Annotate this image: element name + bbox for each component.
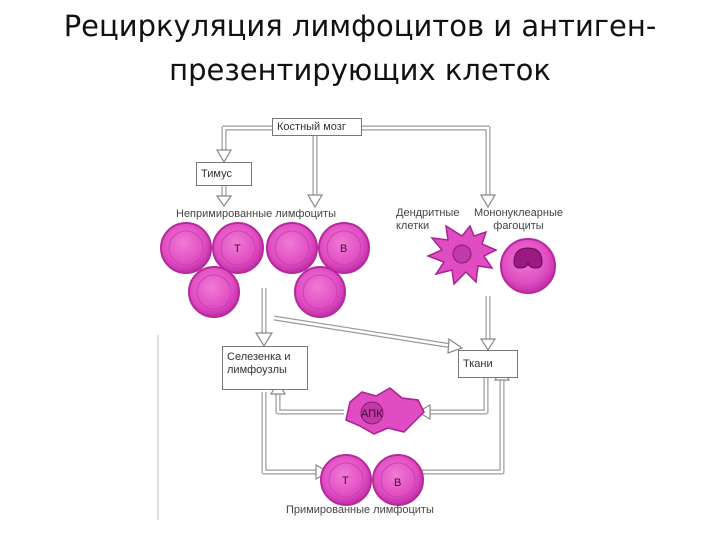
dendritic-cells-label: Дендритные клетки xyxy=(396,207,459,233)
naive-lymphocyte-3 xyxy=(266,222,318,274)
title-line-1: Рециркуляция лимфоцитов и антиген- xyxy=(63,9,657,43)
arrow-marrow-to-thymus xyxy=(221,125,272,152)
primed-lymphocyte-b xyxy=(372,454,424,506)
spleen-line-2: лимфоузлы xyxy=(227,364,287,376)
arrowheads xyxy=(215,149,511,481)
mononuclear-line-1: Мононуклеарные xyxy=(474,207,563,219)
naive-lymphocyte-6 xyxy=(294,266,346,318)
apc-cell-illustration: АПК xyxy=(345,387,425,435)
naive-lymphocyte-1 xyxy=(160,222,212,274)
arrow-marrow-to-phagocytes xyxy=(362,125,491,196)
primed-b-label: В xyxy=(394,477,401,489)
mononuclear-phagocyte-illustration xyxy=(500,238,556,294)
spleen-lymph-nodes-box: Селезенка и лимфоузлы xyxy=(222,346,308,390)
thymus-box: Тимус xyxy=(196,162,252,186)
arrow-apc-to-spleen xyxy=(275,392,344,415)
dendritic-line-2: клетки xyxy=(396,220,430,232)
dendritic-line-1: Дендритные xyxy=(396,207,460,219)
mononuclear-phagocytes-label: Мононуклеарные фагоциты xyxy=(474,207,563,233)
primed-t-label: Т xyxy=(342,475,349,487)
naive-lymphocytes-group: Т В xyxy=(160,222,370,318)
primed-lymphocytes-label: Примированные лимфоциты xyxy=(286,504,434,516)
mononuclear-line-2: фагоциты xyxy=(493,220,544,232)
title-line-2: презентирующих клеток xyxy=(169,53,551,87)
b-cell-label: В xyxy=(340,243,347,255)
primed-lymphocytes-group: Т В xyxy=(320,454,424,506)
naive-lymphocyte-t xyxy=(212,222,264,274)
bone-marrow-box: Костный мозг xyxy=(272,118,362,136)
naive-lymphocyte-5 xyxy=(188,266,240,318)
naive-lymphocytes-label: Непримированные лимфоциты xyxy=(176,208,336,220)
primed-lymphocyte-t xyxy=(320,454,372,506)
tissues-box: Ткани xyxy=(458,350,518,378)
naive-lymphocyte-b xyxy=(318,222,370,274)
slide-title: Рециркуляция лимфоцитов и антиген- презе… xyxy=(0,4,720,92)
t-cell-label: Т xyxy=(234,243,241,255)
apc-label: АПК xyxy=(361,408,383,420)
dendritic-cell-illustration xyxy=(425,224,498,286)
arrow-tissues-to-apc xyxy=(428,378,489,415)
spleen-line-1: Селезенка и xyxy=(227,351,291,363)
arrow-spleen-to-primed xyxy=(261,392,318,475)
